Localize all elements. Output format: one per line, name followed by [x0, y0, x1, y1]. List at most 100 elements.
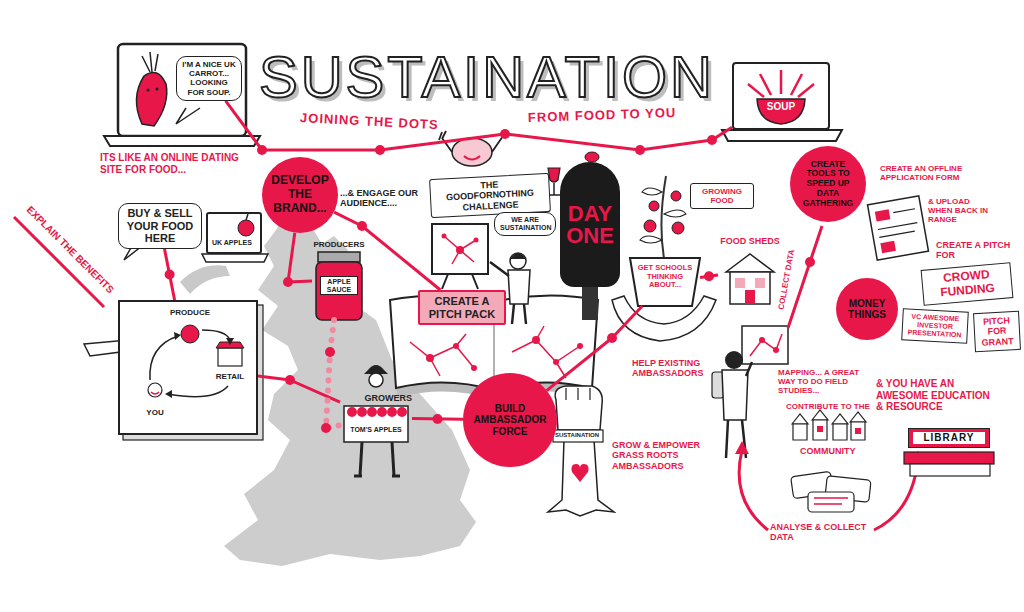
connector-dot	[707, 135, 717, 145]
book-stack	[904, 452, 994, 464]
shop	[218, 348, 242, 366]
connector	[165, 249, 175, 300]
leader-line	[788, 226, 822, 328]
grower-crate: GROWERSTOM'S APPLES	[340, 393, 412, 443]
annotation: EXPLAIN THE BENEFITS	[24, 204, 116, 296]
apple	[367, 407, 377, 417]
tree-trunk	[582, 286, 598, 320]
annotation: CREATE AN OFFLINE APPLICATION FORM	[880, 164, 964, 182]
annotation: ITS LIKE AN ONLINE DATING SITE FOR FOOD.…	[100, 152, 250, 175]
presentation-screen	[432, 224, 488, 274]
form-field	[880, 241, 896, 253]
fist	[555, 386, 602, 430]
arrow-head	[735, 441, 749, 454]
annotation: HELP EXISTING AMBASSADORS	[632, 358, 712, 379]
laptop-screen	[118, 44, 246, 136]
node-text: DAY ONE	[560, 203, 620, 247]
jar-body	[316, 262, 362, 320]
connector	[547, 306, 643, 391]
node-text: BUY & SELL YOUR FOOD HERE	[124, 207, 196, 245]
cycle-arrow-heads	[165, 332, 234, 398]
annotation: MAPPING... A GREAT WAY TO DO FIELD STUDI…	[778, 368, 868, 396]
bubble-tail	[176, 108, 200, 124]
person-head	[148, 383, 162, 397]
speech-bubble: I'M A NICE UK CARROT... LOOKING FOR SOUP…	[176, 56, 242, 101]
node-text: GET SCHOOLS THINKING ABOUT...	[637, 264, 693, 290]
apple	[397, 407, 407, 417]
book-page: PRODUCERETAILYOU	[118, 300, 258, 435]
connector-dot	[607, 333, 617, 343]
house-window	[855, 428, 861, 434]
house-window	[817, 426, 823, 432]
book-stack	[910, 464, 990, 476]
title: SUSTAINATION	[232, 46, 742, 108]
newspaper	[808, 492, 854, 512]
node-text: DEVELOP THE BRAND...	[270, 174, 331, 215]
node-text: LIBRARY	[913, 432, 985, 444]
node-text: CROWD FUNDING	[925, 266, 1009, 301]
application-form	[868, 196, 929, 260]
node-text: WE ARE SUSTAINATION	[500, 216, 550, 232]
node-text: FOOD SHEDS	[718, 236, 782, 246]
annotation: COMMUNITY	[800, 446, 870, 456]
jar: PRODUCERSAPPLE SAUCE	[312, 240, 366, 320]
pitch-card: PITCH FOR GRANT	[973, 311, 1021, 352]
node-text: PITCH FOR GRANT	[977, 315, 1017, 348]
mapper-body	[722, 370, 748, 420]
grower-legs	[354, 442, 400, 476]
jar-lid	[318, 252, 360, 262]
shed-window	[755, 278, 765, 288]
speech-bubble: WE ARE SUSTAINATION	[494, 212, 556, 236]
topic-circle: CREATE TOOLS TO SPEED UP DATA GATHERING	[790, 146, 866, 222]
plant-pot	[630, 258, 700, 306]
tree-shape: DAY ONE	[560, 162, 620, 287]
topic-circle: DEVELOP THE BRAND...	[262, 157, 338, 233]
soup-rays	[748, 70, 814, 97]
apple	[347, 407, 357, 417]
wristband	[553, 430, 603, 442]
laptop-screen: UK APPLES	[206, 212, 262, 254]
apple	[238, 220, 254, 236]
shed-roof	[726, 254, 774, 272]
node-text: GROWING FOOD	[696, 187, 748, 205]
node-text: CREATE A PITCH PACK	[425, 295, 499, 320]
plant-leaves	[640, 188, 686, 243]
bird	[585, 152, 599, 162]
connector-dot	[283, 277, 293, 287]
node-text: GROWERS	[364, 393, 412, 403]
shed-body	[730, 272, 770, 304]
book-page	[118, 300, 258, 435]
grower-head	[369, 373, 383, 387]
mapper-limbs	[726, 362, 752, 458]
connector	[326, 320, 340, 428]
apple	[387, 407, 397, 417]
network-dot	[471, 365, 477, 371]
laptop-base	[202, 254, 268, 262]
grey-hand	[180, 265, 230, 294]
shed-door	[745, 290, 755, 304]
annotation: GROW & EMPOWER GRASS ROOTS AMBASSADORS	[612, 440, 704, 471]
screen-stand	[442, 274, 478, 289]
tomato	[671, 191, 681, 201]
map-lines	[750, 334, 782, 356]
laptop-screen: SOUP	[732, 62, 830, 130]
topic-circle: BUILD AMBASSADOR FORCE	[463, 373, 557, 467]
node-text: THE GOODFORNOTHING CHALLENGE	[435, 177, 544, 214]
presenter-body	[508, 270, 530, 304]
connector-dot	[433, 414, 443, 424]
carrot-eye	[146, 88, 149, 91]
form-lines	[876, 209, 919, 238]
annotation: ...& ENGAGE OUR AUDIENCE....	[340, 188, 424, 209]
annotation: JOINING THE DOTS	[300, 111, 476, 135]
presenter-head	[510, 253, 526, 269]
newspaper-lines	[814, 498, 848, 504]
pitch-card: VC AWESOME INVESTOR PRESENTATION	[901, 308, 969, 344]
growing-banner: GROWING FOOD	[690, 183, 754, 209]
connector-dot	[325, 347, 335, 357]
arrow	[739, 450, 768, 530]
node-text: PRODUCERS	[312, 240, 366, 249]
node-text: I'M A NICE UK CARROT... LOOKING FOR SOUP…	[182, 60, 236, 97]
annotation: COLLECT DATA	[777, 249, 797, 311]
mapper-head	[725, 351, 743, 369]
